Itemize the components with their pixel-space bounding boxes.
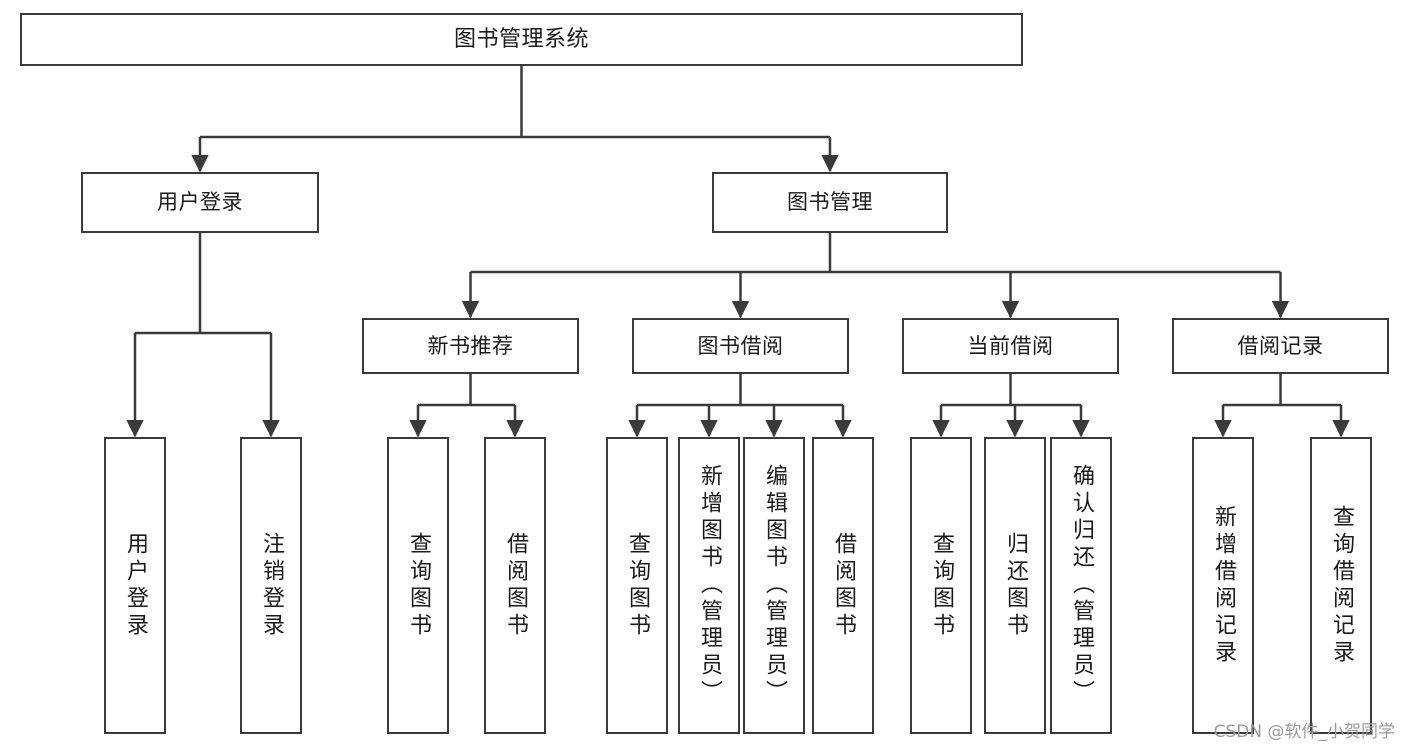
node-label: 图书管理系统 [453,26,589,52]
node-label: 新增图书（管理员） [697,464,722,707]
node-user-login[interactable]: 用户登录 [81,172,319,233]
node-label: 确认归还（管理员） [1069,464,1094,707]
node-label: 图书管理 [787,190,873,215]
node-label: 借阅图书 [831,531,856,640]
node-label: 借阅记录 [1237,333,1324,358]
node-leaf-query-book-2[interactable]: 查询图书 [606,437,668,734]
node-label: 新增借阅记录 [1211,504,1236,667]
node-leaf-return-book[interactable]: 归还图书 [984,437,1046,734]
node-leaf-confirm-return[interactable]: 确认归还（管理员） [1050,437,1112,734]
node-label: 编辑图书（管理员） [762,464,787,707]
node-current-borrow[interactable]: 当前借阅 [902,318,1119,374]
node-leaf-add-record[interactable]: 新增借阅记录 [1192,437,1254,734]
node-leaf-add-book[interactable]: 新增图书（管理员） [678,437,740,734]
node-label: 查询图书 [625,531,650,640]
node-leaf-borrow-book-1[interactable]: 借阅图书 [484,437,546,734]
node-book-borrow[interactable]: 图书借阅 [632,318,849,374]
node-label: 借阅图书 [503,531,528,640]
node-label: 查询图书 [929,531,954,640]
node-new-book-rec[interactable]: 新书推荐 [362,318,579,374]
node-label: 注销登录 [259,531,284,640]
node-book-manage[interactable]: 图书管理 [712,172,948,233]
node-root[interactable]: 图书管理系统 [20,13,1023,66]
node-leaf-user-login[interactable]: 用户登录 [104,437,166,734]
edge-layer [126,66,1350,438]
node-label: 用户登录 [123,531,148,640]
node-label: 新书推荐 [427,333,514,358]
watermark: CSDN @软件_小贺同学 [1213,722,1395,742]
node-label: 查询图书 [406,531,431,640]
node-label: 查询借阅记录 [1329,504,1354,667]
node-borrow-record[interactable]: 借阅记录 [1172,318,1389,374]
node-leaf-query-record[interactable]: 查询借阅记录 [1310,437,1372,734]
node-label: 归还图书 [1003,531,1028,640]
node-label: 当前借阅 [967,333,1054,358]
node-label: 图书借阅 [697,333,784,358]
node-leaf-borrow-book-2[interactable]: 借阅图书 [812,437,874,734]
node-label: 用户登录 [157,190,243,215]
node-leaf-query-book-1[interactable]: 查询图书 [387,437,449,734]
node-leaf-logout[interactable]: 注销登录 [240,437,302,734]
node-leaf-edit-book[interactable]: 编辑图书（管理员） [743,437,805,734]
node-leaf-query-book-3[interactable]: 查询图书 [910,437,972,734]
